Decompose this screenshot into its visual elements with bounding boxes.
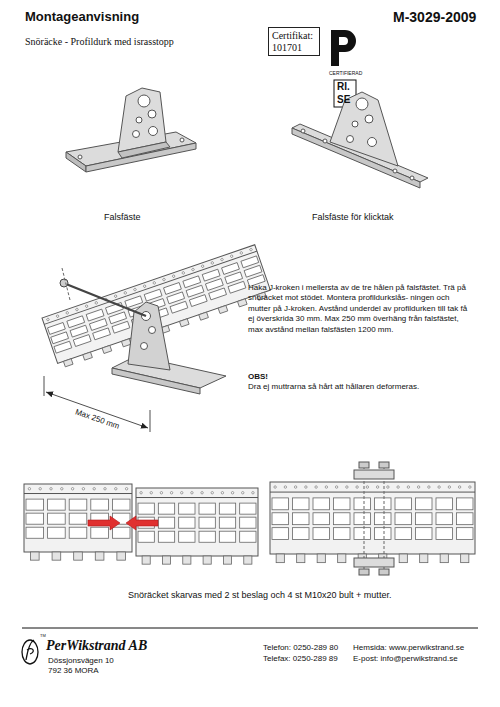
contact: Telefon: 0250-289 80 <box>263 643 338 653</box>
certificate-box: Certifikat: 101701 <box>268 27 320 56</box>
bracket-falsfaste <box>66 88 196 172</box>
note-text: Dra ej muttrarna så hårt att hållaren de… <box>248 382 419 392</box>
footer-rule <box>22 628 478 629</box>
subtitle: Snöräcke - Profildurk med israsstopp <box>25 36 174 48</box>
splice-view <box>270 462 475 575</box>
assembled-view <box>42 245 272 432</box>
rise-logo-text: SE <box>337 94 350 106</box>
contact: E-post: info@perwikstrand.se <box>353 654 458 664</box>
rise-logo-text: RI. <box>337 81 350 93</box>
note-heading: OBS! <box>248 372 268 382</box>
caption: Snöräcket skarvas med 2 st beslag och 4 … <box>128 590 391 601</box>
bracket-klicktak <box>292 92 428 188</box>
instruction-text: Haka J-kroken i mellersta av de tre håle… <box>248 283 473 335</box>
part-caption: Falsfäste för klicktak <box>312 212 394 223</box>
dimension: Max 250 mm <box>73 407 122 432</box>
certificate-text: Certifikat: 101701 <box>269 28 319 55</box>
certification-logo <box>331 30 356 107</box>
address: Dössjonsvägen 10 <box>48 656 114 666</box>
page-title: Montageanvisning <box>25 9 139 25</box>
trademark: TM <box>40 634 46 639</box>
address: 792 36 MORA <box>48 666 99 676</box>
company-name: PerWikstrand AB <box>46 638 147 655</box>
cert-text: CERTIFIERAD <box>329 70 362 76</box>
company-logo <box>22 640 38 664</box>
contact: Hemsida: www.perwikstrand.se <box>353 643 464 653</box>
part-caption: Falsfäste <box>104 212 141 223</box>
document-number: M-3029-2009 <box>393 9 476 26</box>
joint-view <box>24 484 258 564</box>
contact: Telefax: 0250-289 89 <box>263 654 338 664</box>
